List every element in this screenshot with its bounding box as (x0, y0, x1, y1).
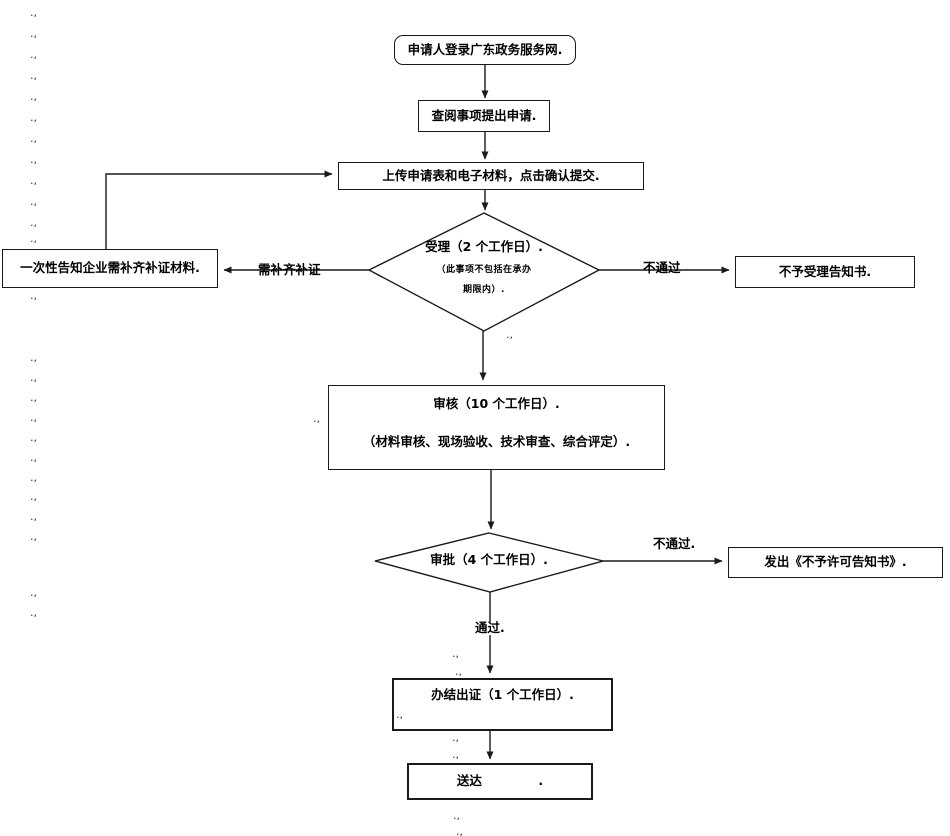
deliver-label: 送达 . (456, 773, 544, 789)
paragraph-mark: ., (455, 668, 463, 677)
paragraph-mark: ., (30, 135, 38, 144)
paragraph-mark: ., (30, 51, 38, 60)
paragraph-mark: ., (30, 156, 38, 165)
paragraph-mark: ., (30, 198, 38, 207)
paragraph-mark: ., (313, 415, 321, 424)
paragraph-mark: ., (30, 474, 38, 483)
paragraph-mark: ., (30, 292, 38, 301)
approve-diamond-title: 审批（4 个工作日）. (430, 552, 548, 567)
edge-label-need-supplement: 需补齐补证 (258, 262, 321, 277)
paragraph-mark: ., (30, 609, 38, 618)
paragraph-mark: ., (453, 812, 461, 821)
accept-diamond-note-line1: （此事项不包括在承办 (436, 265, 532, 275)
audit-node: 审核（10 个工作日）. （材料审核、现场验收、技术审查、综合评定）. (328, 385, 665, 470)
deliver-node: 送达 . (407, 763, 593, 800)
paragraph-mark: ., (30, 235, 38, 244)
paragraph-mark: ., (30, 219, 38, 228)
paragraph-mark: ., (30, 114, 38, 123)
reject-permit-node: 发出《不予许可告知书》. (728, 547, 943, 578)
accept-diamond-shape (367, 212, 601, 332)
audit-title: 审核（10 个工作日）. (433, 396, 560, 411)
paragraph-mark: ., (30, 434, 38, 443)
paragraph-mark: ., (30, 533, 38, 542)
paragraph-mark: ., (30, 493, 38, 502)
paragraph-mark: ., (452, 650, 460, 659)
paragraph-mark: ., (452, 751, 460, 760)
accept-diamond-note-line2: 期限内）. (463, 285, 505, 295)
upload-node-label: 上传申请表和电子材料，点击确认提交. (382, 167, 600, 183)
inquiry-node: 查阅事项提出申请. (418, 100, 550, 132)
upload-node: 上传申请表和电子材料，点击确认提交. (338, 162, 644, 190)
paragraph-mark: ., (30, 394, 38, 403)
paragraph-mark: ., (506, 331, 514, 340)
paragraph-mark: ., (30, 589, 38, 598)
paragraph-mark: ., (30, 454, 38, 463)
paragraph-mark: ., (452, 734, 460, 743)
complete-node: 办结出证（1 个工作日）. (392, 678, 613, 731)
paragraph-mark: ., (30, 354, 38, 363)
paragraph-mark: ., (30, 513, 38, 522)
edge-label-fail-approve: 不通过. (653, 536, 696, 551)
notify-supplement-node: 一次性告知企业需补齐补证材料. (2, 249, 218, 288)
login-node: 申请人登录广东政务服务网. (394, 35, 576, 65)
paragraph-mark: ., (30, 177, 38, 186)
audit-subtitle: （材料审核、现场验收、技术审查、综合评定）. (362, 434, 631, 449)
paragraph-mark: ., (30, 93, 38, 102)
notify-supplement-label: 一次性告知企业需补齐补证材料. (20, 260, 200, 276)
paragraph-mark: ., (456, 828, 464, 836)
paragraph-mark: ., (30, 72, 38, 81)
paragraph-mark: ., (396, 711, 404, 720)
reject-accept-label: 不予受理告知书. (778, 263, 872, 279)
paragraph-mark: ., (30, 30, 38, 39)
inquiry-node-label: 查阅事项提出申请. (431, 107, 537, 123)
paragraph-mark: ., (30, 374, 38, 383)
edge-label-pass: 通过. (473, 620, 507, 635)
edge-label-fail-accept: 不通过 (643, 260, 681, 275)
reject-permit-label: 发出《不予许可告知书》. (764, 554, 907, 570)
accept-diamond-title: 受理（2 个工作日）. (425, 239, 543, 254)
reject-accept-node: 不予受理告知书. (735, 256, 915, 288)
arrow-notify-to-upload (105, 170, 333, 249)
paragraph-mark: ., (30, 414, 38, 423)
login-node-label: 申请人登录广东政务服务网. (407, 41, 563, 57)
complete-label: 办结出证（1 个工作日）. (431, 687, 574, 702)
paragraph-mark: ., (30, 9, 38, 18)
